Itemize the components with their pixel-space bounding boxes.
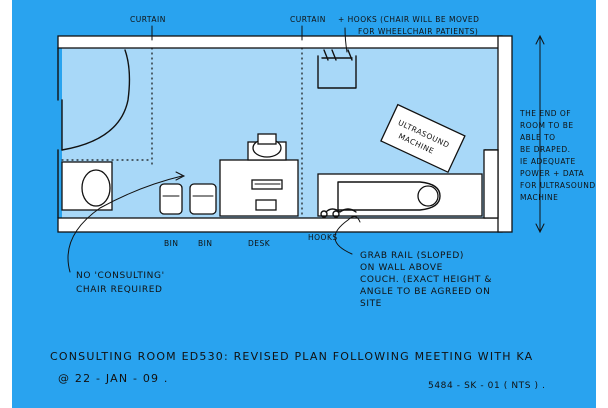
svg-text:FOR ULTRASOUND: FOR ULTRASOUND: [520, 181, 596, 190]
grab-rail-note: GRAB RAIL (SLOPED) ON WALL ABOVE COUCH. …: [334, 216, 492, 309]
svg-text:IE ADEQUATE: IE ADEQUATE: [520, 157, 576, 166]
label-bin-1: BIN: [164, 239, 178, 248]
hooks-note-line1: + HOOKS (CHAIR WILL BE MOVED: [338, 15, 479, 24]
bin-2: [189, 183, 217, 215]
svg-text:ON WALL ABOVE: ON WALL ABOVE: [360, 263, 443, 273]
bin-1: [159, 183, 183, 215]
wash-basin: [61, 161, 113, 211]
svg-text:ABLE TO: ABLE TO: [520, 133, 556, 142]
label-curtain-right: CURTAIN: [290, 15, 326, 24]
svg-text:GRAB RAIL (SLOPED): GRAB RAIL (SLOPED): [360, 251, 464, 261]
label-curtain-left: CURTAIN: [130, 15, 166, 24]
drawing-reference: 5484 - SK - 01 ( NTS ) .: [428, 381, 546, 391]
svg-text:POWER + DATA: POWER + DATA: [520, 169, 585, 178]
svg-text:NO 'CONSULTING': NO 'CONSULTING': [76, 271, 165, 281]
ultrasound-machine: ULTRASOUND MACHINE: [380, 103, 466, 174]
svg-text:MACHINE: MACHINE: [520, 193, 558, 202]
svg-text:ROOM TO BE: ROOM TO BE: [520, 121, 574, 130]
label-bin-2: BIN: [198, 239, 212, 248]
drawing-title: CONSULTING ROOM ED530: REVISED PLAN FOLL…: [50, 350, 533, 363]
examination-couch: [317, 173, 483, 218]
desk-chair: [247, 133, 287, 161]
no-chair-note: NO 'CONSULTING' CHAIR REQUIRED: [67, 171, 186, 295]
coat-hooks: [317, 49, 357, 89]
svg-text:CHAIR REQUIRED: CHAIR REQUIRED: [76, 285, 163, 295]
label-hooks-small: HOOKS: [308, 233, 338, 242]
svg-text:COUCH. (EXACT HEIGHT &: COUCH. (EXACT HEIGHT &: [360, 275, 492, 285]
room-length-arrow: [535, 34, 545, 234]
desk: [219, 159, 299, 217]
hooks-note-line2: FOR WHEELCHAIR PATIENTS): [358, 27, 478, 36]
end-room-note: THE END OF ROOM TO BE ABLE TO BE DRAPED.…: [519, 109, 596, 202]
room-walls: [57, 35, 513, 233]
svg-text:THE END OF: THE END OF: [519, 109, 571, 118]
svg-text:BE DRAPED.: BE DRAPED.: [520, 145, 571, 154]
door-swing: [61, 49, 131, 151]
svg-text:ANGLE TO BE AGREED ON: ANGLE TO BE AGREED ON: [360, 287, 490, 297]
drawing-date: @ 22 - JAN - 09 .: [58, 372, 169, 385]
svg-text:SITE: SITE: [360, 299, 382, 309]
label-desk: DESK: [248, 239, 271, 248]
power-data-box: [483, 149, 499, 219]
